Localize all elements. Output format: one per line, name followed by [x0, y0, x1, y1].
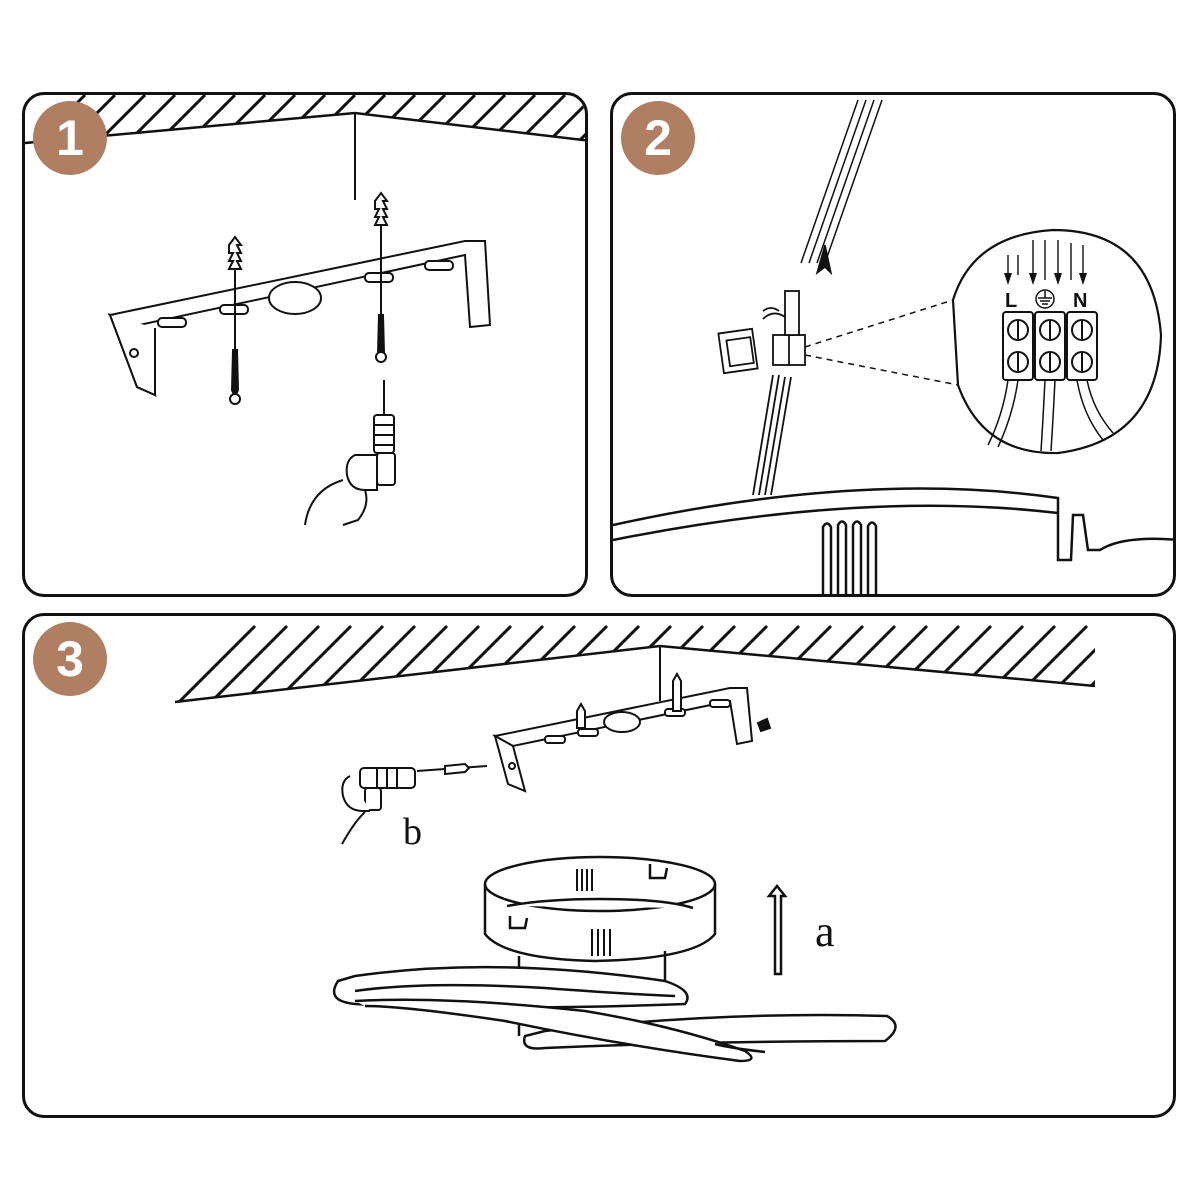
step-2-panel: L N: [610, 92, 1176, 597]
step-2-illustration: L N: [613, 99, 1173, 594]
mounting-bracket: [492, 687, 754, 793]
step-1-panel: 1: [22, 92, 588, 597]
step-badge-1: 1: [33, 101, 107, 175]
wall-anchor-left: [227, 235, 243, 405]
step-badge-3: 3: [33, 622, 107, 696]
lamp-canopy: [613, 487, 1173, 594]
label-a: a: [815, 907, 835, 956]
mains-wires: [800, 99, 883, 276]
magnifier-lines: [804, 299, 959, 386]
lamp-canopy-ring: [483, 855, 717, 963]
step-3-panel: b a: [22, 613, 1176, 1118]
ceiling-hatch: [175, 624, 1095, 702]
power-drill: [304, 380, 396, 526]
power-drill: [341, 767, 416, 845]
wiring-detail: L N: [951, 228, 1163, 455]
side-screw: [416, 762, 488, 776]
label-b: b: [403, 811, 422, 853]
up-arrow-icon: [766, 883, 788, 976]
terminal-block-large: [1002, 311, 1098, 381]
earth-ground-icon: [1035, 289, 1055, 309]
ceiling-hatch: [25, 95, 585, 143]
terminal-label-live: L: [1005, 290, 1017, 312]
step-3-illustration: b a: [174, 624, 1096, 1063]
step-badge-2: 2: [621, 101, 695, 175]
mounting-bracket: [107, 240, 492, 397]
terminal-label-neutral: N: [1073, 290, 1087, 312]
bracket-screws: [576, 671, 772, 733]
step-1-illustration: [25, 95, 585, 526]
terminal-block-small: [717, 290, 806, 496]
led-lamp-body: [332, 951, 897, 1063]
wall-anchor-right: [373, 191, 389, 363]
